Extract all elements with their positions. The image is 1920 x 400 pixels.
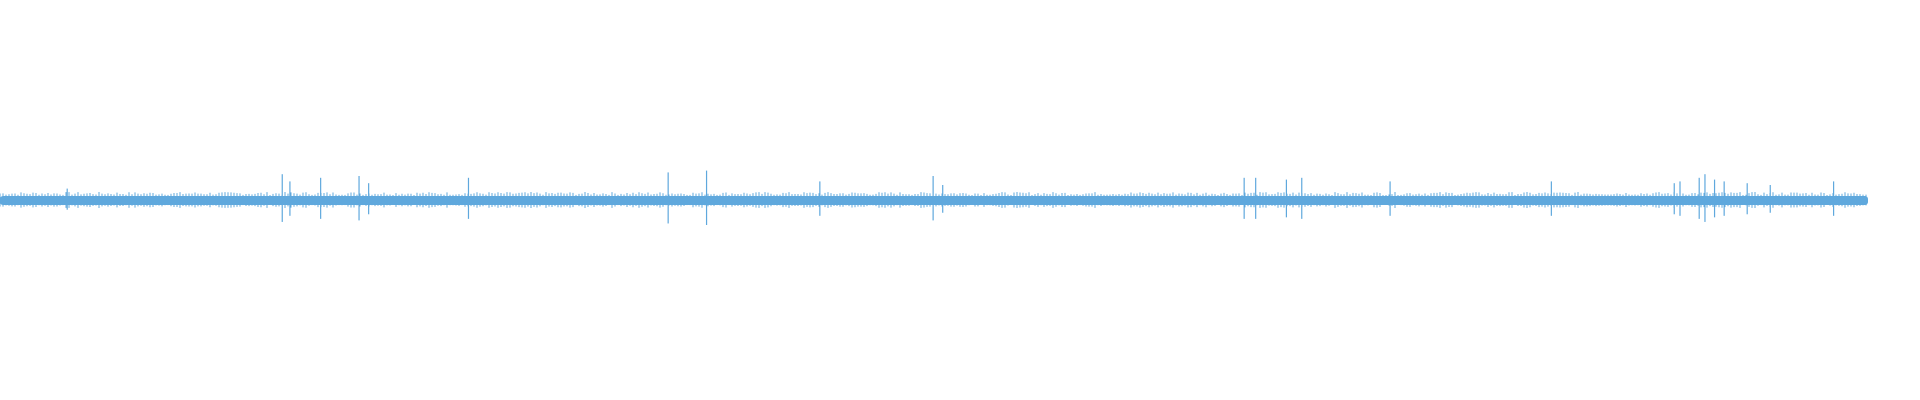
waveform-baseline-band — [0, 196, 1868, 205]
